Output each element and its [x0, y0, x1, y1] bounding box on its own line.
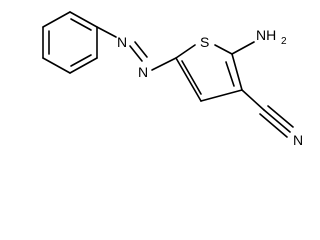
amino-subscript: 2 [281, 36, 287, 47]
ring-double-bond [181, 60, 202, 95]
n-thiophene-bond [151, 57, 177, 71]
thiophene-ring: S [175, 34, 243, 102]
ring-bond [42, 11, 71, 28]
ring-bond [175, 44, 196, 59]
ring-double-bond [225, 61, 235, 87]
azo-nitrogen-2: N [138, 64, 148, 80]
azo-double-bond [134, 41, 148, 58]
nitrile-nitrogen: N [293, 132, 303, 147]
ring-bond [69, 11, 98, 28]
molecule-structure: N N S NH 2 N [42, 11, 303, 147]
c-n-bond [231, 41, 255, 55]
azo-double-bond [129, 45, 143, 62]
amino-group: NH 2 [231, 27, 287, 55]
c-c-bond [241, 89, 265, 111]
ring-double-bond [70, 18, 92, 31]
ring-bond [175, 57, 202, 102]
benzene-ring [42, 11, 98, 74]
ring-bond [42, 57, 71, 74]
azo-group: N N [96, 26, 177, 80]
amino-nitrogen: NH [256, 27, 276, 43]
triple-bond [263, 109, 291, 133]
ring-bond [69, 57, 98, 74]
triple-bond [259, 113, 288, 138]
ring-bond [214, 44, 233, 55]
nitrile-group: N [241, 89, 303, 147]
sulfur-atom: S [200, 34, 209, 50]
ring-bond [200, 89, 243, 102]
azo-nitrogen-1: N [117, 34, 127, 50]
triple-bond [267, 105, 294, 128]
ring-double-bond [70, 54, 92, 67]
phenyl-n-bond [96, 26, 117, 38]
ring-bond [231, 53, 243, 91]
